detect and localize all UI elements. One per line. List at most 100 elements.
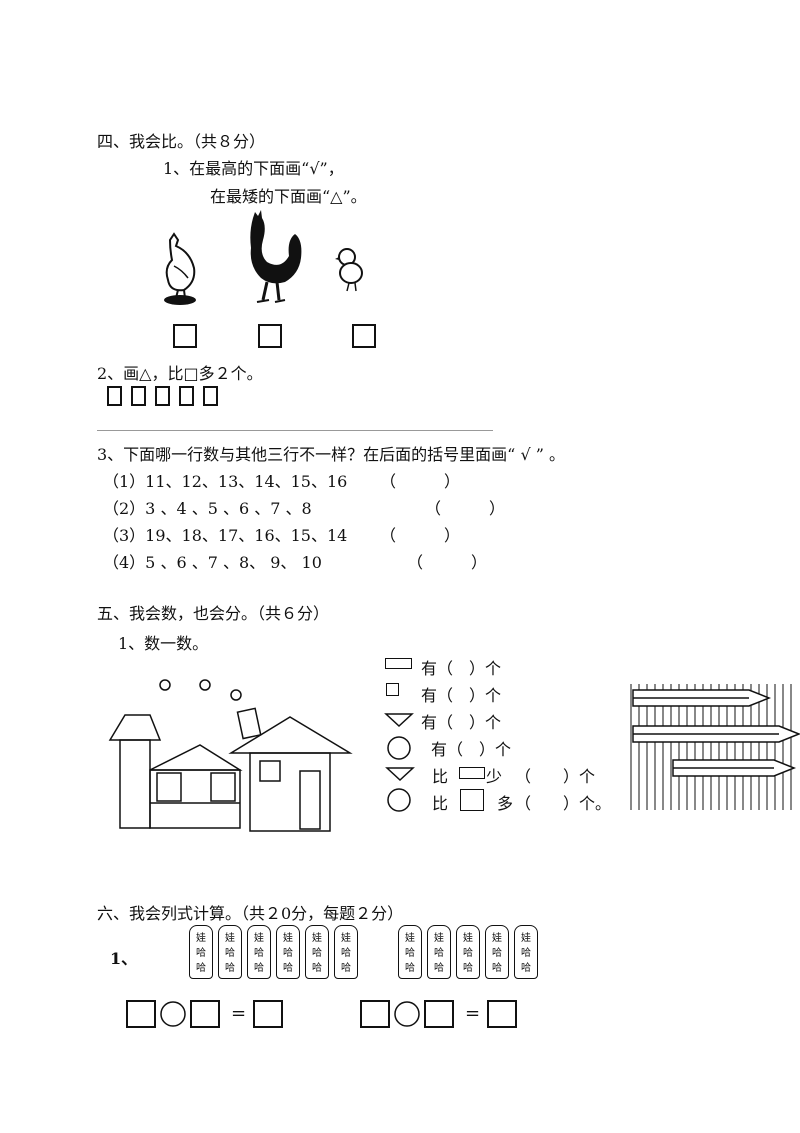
bottle-label: 哈 xyxy=(312,963,322,974)
bottle-label: 哈 xyxy=(521,948,531,959)
bottle-label: 哈 xyxy=(405,963,415,974)
triangle-icon xyxy=(385,767,415,782)
bottle-label: 哈 xyxy=(225,963,235,974)
square-shape xyxy=(107,386,122,406)
count-instruction: 1、数一数。 xyxy=(118,634,209,653)
bottle: 娃哈哈 xyxy=(247,925,271,979)
bottle-label: 娃 xyxy=(434,933,444,944)
rectangle-icon xyxy=(459,767,485,779)
q2-instruction: 2、画△，比□多２个。 xyxy=(97,364,263,383)
bottle-label: 哈 xyxy=(341,948,351,959)
bottle-label: 娃 xyxy=(196,933,206,944)
equation-operand-box[interactable] xyxy=(126,1000,156,1028)
q1-number: 1、 xyxy=(110,949,138,968)
count-rectangle: 有（ ）个 xyxy=(421,659,502,678)
section4-heading: 四、我会比。（共８分） xyxy=(97,132,266,151)
circle-icon xyxy=(387,736,411,760)
equation-operand-box[interactable] xyxy=(360,1000,390,1028)
square-icon xyxy=(386,683,399,696)
bottle-label: 哈 xyxy=(492,963,502,974)
bottle-label: 娃 xyxy=(463,933,473,944)
answer-box-hen[interactable] xyxy=(173,324,197,348)
compare-more-answer[interactable]: （ ）个。 xyxy=(515,794,612,813)
count-triangle: 有（ ）个 xyxy=(421,713,502,732)
rooster-picture xyxy=(250,210,302,303)
q3-paren-2[interactable]: （ ） xyxy=(425,499,506,518)
equals-sign: = xyxy=(465,1003,481,1024)
bottle-label: 娃 xyxy=(521,933,531,944)
bottle: 娃哈哈 xyxy=(276,925,300,979)
q3-instruction: 3、下面哪一行数与其他三行不一样？在后面的括号里面画“ √ ” 。 xyxy=(97,445,565,464)
section5-heading: 五、我会数，也会分。（共６分） xyxy=(97,604,330,623)
compare-more-label: 比 xyxy=(432,794,449,813)
bottle: 娃哈哈 xyxy=(189,925,213,979)
q3-row-1: （1）11、12、13、14、15、16 xyxy=(103,472,348,491)
q3-paren-4[interactable]: （ ） xyxy=(407,553,488,572)
rectangle-icon xyxy=(385,658,412,669)
compare-less-answer[interactable]: （ ）个 xyxy=(515,767,596,786)
bottle-label: 哈 xyxy=(405,948,415,959)
hen-picture xyxy=(164,232,196,305)
square-icon xyxy=(460,789,484,811)
square-shape xyxy=(179,386,194,406)
bottle-label: 哈 xyxy=(492,948,502,959)
bottle-label: 娃 xyxy=(225,933,235,944)
bottle-label: 哈 xyxy=(254,963,264,974)
bottle-label: 哈 xyxy=(434,948,444,959)
square-shape xyxy=(155,386,170,406)
bottle: 娃哈哈 xyxy=(305,925,329,979)
q3-row-4: （4）5 、6 、7 、8、 9、 10 xyxy=(103,553,322,572)
bottle-label: 娃 xyxy=(341,933,351,944)
count-square: 有（ ）个 xyxy=(421,686,502,705)
equation-operand-box[interactable] xyxy=(190,1000,220,1028)
bottle: 娃哈哈 xyxy=(398,925,422,979)
compare-less-word: 少 xyxy=(486,767,503,786)
bottle-label: 哈 xyxy=(196,948,206,959)
bottle-label: 哈 xyxy=(312,948,322,959)
circle-icon xyxy=(387,788,411,812)
square-shape xyxy=(203,386,218,406)
q1-instruction-line2: 在最矮的下面画“△”。 xyxy=(210,187,367,206)
equation-operand-box[interactable] xyxy=(424,1000,454,1028)
triangle-icon xyxy=(384,713,414,728)
q1-instruction-line1: 1、在最高的下面画“√”， xyxy=(163,159,344,178)
q3-row-3: （3）19、18、17、16、15、14 xyxy=(103,526,348,545)
section6-heading: 六、我会列式计算。（共２0分，每题２分） xyxy=(97,904,404,923)
bottle-label: 哈 xyxy=(196,963,206,974)
bottle-label: 娃 xyxy=(254,933,264,944)
bottle-label: 哈 xyxy=(463,963,473,974)
bottle-label: 哈 xyxy=(283,948,293,959)
answer-box-rooster[interactable] xyxy=(258,324,282,348)
operator-circle[interactable] xyxy=(393,1000,421,1028)
chick-picture xyxy=(335,248,363,292)
q3-paren-1[interactable]: （ ） xyxy=(380,472,461,491)
bottle-label: 娃 xyxy=(492,933,502,944)
equation-result-box[interactable] xyxy=(487,1000,517,1028)
operator-circle[interactable] xyxy=(159,1000,187,1028)
bottle: 娃哈哈 xyxy=(427,925,451,979)
drawing-line[interactable] xyxy=(97,430,493,431)
bottle-label: 哈 xyxy=(225,948,235,959)
square-shape xyxy=(131,386,146,406)
q3-row-2: （2）3 、4 、5 、6 、7 、8 xyxy=(103,499,312,518)
bottle-label: 哈 xyxy=(521,963,531,974)
bottle-label: 哈 xyxy=(341,963,351,974)
bottle: 娃哈哈 xyxy=(485,925,509,979)
bottle-label: 哈 xyxy=(434,963,444,974)
house-picture xyxy=(108,679,353,832)
pencils-picture xyxy=(630,684,800,810)
q3-paren-3[interactable]: （ ） xyxy=(380,526,461,545)
bottle-label: 哈 xyxy=(254,948,264,959)
bottle-label: 娃 xyxy=(312,933,322,944)
bottle-label: 哈 xyxy=(283,963,293,974)
bottle-label: 娃 xyxy=(283,933,293,944)
bottle: 娃哈哈 xyxy=(456,925,480,979)
bottle-label: 娃 xyxy=(405,933,415,944)
count-circle: 有（ ）个 xyxy=(431,740,512,759)
bottle: 娃哈哈 xyxy=(218,925,242,979)
answer-box-chick[interactable] xyxy=(352,324,376,348)
bottle-label: 哈 xyxy=(463,948,473,959)
compare-more-word: 多 xyxy=(497,794,514,813)
bottle: 娃哈哈 xyxy=(514,925,538,979)
equation-result-box[interactable] xyxy=(253,1000,283,1028)
